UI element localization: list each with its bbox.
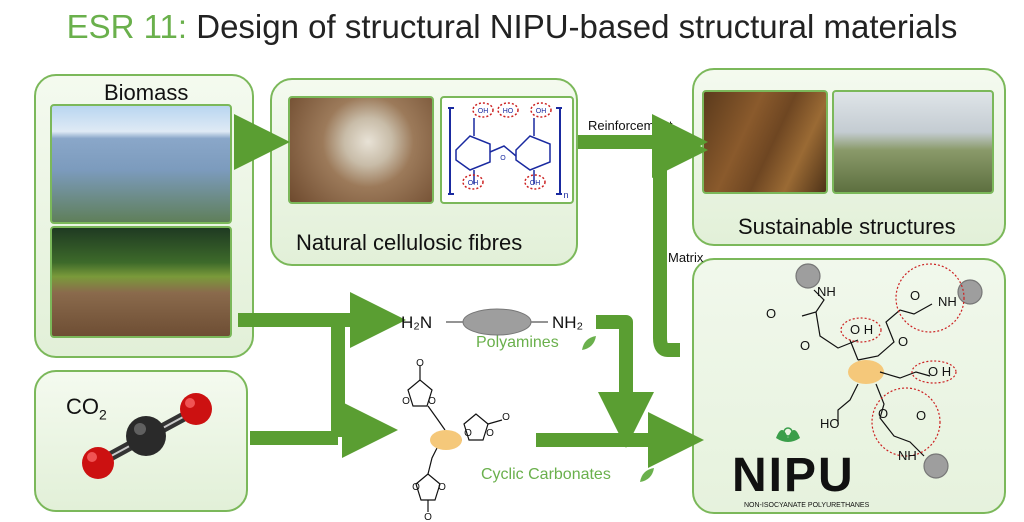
- nipu-panel: [692, 258, 1006, 514]
- nipu-o-3: O: [898, 334, 908, 349]
- nipu-nh-1: NH: [817, 284, 836, 299]
- biomass-label: Biomass: [104, 80, 189, 105]
- nipu-structure: [795, 263, 983, 479]
- co2-label: CO2: [66, 394, 107, 423]
- nipu-o-5: O: [878, 406, 888, 421]
- polyamines-leaf-icon: [582, 336, 596, 350]
- reinforcement-label: Reinforcement: [588, 118, 673, 133]
- carbonate-o-7: O: [412, 482, 420, 493]
- nipu-ho: HO: [820, 416, 840, 431]
- arrow-matrix-up: [652, 122, 708, 357]
- nipu-oh-2: O H: [928, 364, 951, 379]
- matrix-label: Matrix: [668, 250, 704, 265]
- cyclic-carbonate-molecule: [407, 366, 503, 512]
- carbonate-o-8: O: [438, 482, 446, 493]
- nipu-logo: NIPU: [732, 449, 855, 502]
- flax-field-photo: [50, 104, 232, 224]
- cellulose-repeat-n: n: [563, 190, 568, 200]
- nipu-nh-2: NH: [938, 294, 957, 309]
- nipu-lotus-icon: [776, 427, 800, 442]
- cellulose-o-bridge: O: [500, 155, 506, 162]
- cellulose-oh-2: OH: [468, 180, 479, 187]
- wind-turbines-photo: [832, 90, 994, 194]
- title-prefix: ESR 11:: [66, 8, 188, 45]
- carbonate-o-2: O: [402, 396, 410, 407]
- co2-molecule: [82, 393, 212, 479]
- h2n-text: H₂N: [401, 313, 432, 332]
- carbonate-o-4: O: [502, 412, 510, 423]
- fibre-yarn-photo: [288, 96, 434, 204]
- flow-arrows: [234, 114, 708, 468]
- carbonate-o-9: O: [424, 512, 432, 522]
- nipu-o-6: O: [916, 408, 926, 423]
- cellulose-oh-1: OH: [478, 108, 489, 115]
- nh2-text: NH₂: [552, 313, 583, 332]
- carbonate-o-1: O: [416, 358, 424, 369]
- nipu-o-2: O: [800, 338, 810, 353]
- carbonate-o-6: O: [486, 428, 494, 439]
- cellulose-oh-4: OH: [536, 108, 547, 115]
- polyamines-label: Polyamines: [476, 334, 559, 351]
- wood-composite-photo: [702, 90, 828, 194]
- fibres-label: Natural cellulosic fibres: [296, 230, 523, 255]
- nipu-nh-3: NH: [898, 448, 917, 463]
- polyamine-molecule: [446, 308, 548, 336]
- corn-field-photo: [50, 226, 232, 338]
- nipu-subtitle: NON-ISOCYANATE POLYURETHANES: [744, 502, 870, 509]
- arrow-polyamines-down: [596, 315, 654, 448]
- arrow-branch-down: [331, 320, 398, 458]
- carbonate-o-5: O: [464, 428, 472, 439]
- sustainable-label: Sustainable structures: [738, 214, 956, 239]
- cellulose-ho-1: HO: [503, 108, 514, 115]
- cellulose-oh-3: OH: [530, 180, 541, 187]
- nipu-oh-1: O H: [850, 322, 873, 337]
- cyclic-leaf-icon: [640, 468, 654, 482]
- cellulose-structure: [448, 102, 562, 195]
- carbonate-o-3: O: [428, 396, 436, 407]
- cyclic-carbonates-label: Cyclic Carbonates: [481, 466, 611, 483]
- page-title: ESR 11: Design of structural NIPU-based …: [0, 8, 1024, 46]
- nipu-o-4: O: [910, 288, 920, 303]
- title-text: Design of structural NIPU-based structur…: [196, 8, 958, 45]
- nipu-o-1: O: [766, 306, 776, 321]
- cellulose-structure-box: [440, 96, 574, 204]
